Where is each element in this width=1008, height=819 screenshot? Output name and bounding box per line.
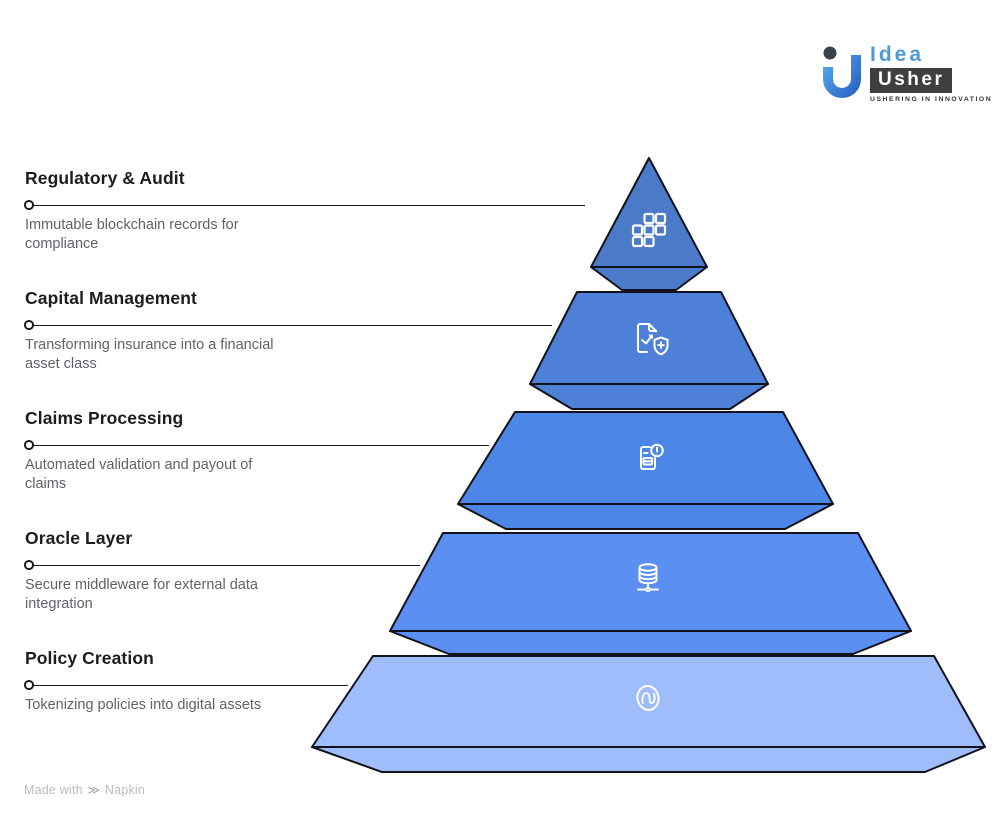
layer-title: Oracle Layer: [25, 528, 133, 548]
logo-usher-badge: Usher: [870, 68, 953, 93]
napkin-icon: ≫: [87, 783, 101, 797]
pyramid-layer-policy-creation[interactable]: [311, 655, 986, 773]
connector-line: [24, 440, 489, 450]
pyramid-layer-capital-management[interactable]: [529, 291, 769, 410]
document-chart-shield-icon: [637, 323, 669, 356]
pyramid-layer-claims-processing[interactable]: [457, 411, 834, 530]
label-claims-processing: Claims Processing Automated validation a…: [24, 408, 489, 492]
connector-bullet: [24, 440, 34, 450]
made-with-text: Made with: [24, 783, 83, 797]
layer-description: Tokenizing policies into digital assets: [25, 697, 262, 713]
connector-bullet: [24, 320, 34, 330]
label-oracle-layer: Oracle Layer Secure middleware for exter…: [24, 528, 420, 612]
token-sync-icon: [636, 685, 660, 711]
layer-title: Policy Creation: [25, 648, 154, 668]
connector-line: [24, 320, 552, 330]
layer-description: Immutable blockchain records for complia…: [25, 217, 239, 252]
connector-bullet: [24, 560, 34, 570]
connector-line: [24, 680, 348, 690]
napkin-credit: Made with ≫ Napkin: [24, 783, 145, 797]
label-policy-creation: Policy Creation Tokenizing policies into…: [24, 648, 348, 713]
connector-bullet: [24, 680, 34, 690]
document-alert-icon: [640, 443, 664, 470]
layer-title: Claims Processing: [25, 408, 184, 428]
connector-line: [24, 560, 420, 570]
database-network-icon: [637, 563, 659, 593]
napkin-brand-text: Napkin: [104, 783, 146, 797]
layer-description: Transforming insurance into a financial …: [25, 337, 274, 372]
connector-bullet: [24, 200, 34, 210]
pyramid-layer-oracle-layer[interactable]: [389, 532, 912, 655]
blockchain-blocks-icon: [631, 212, 667, 248]
idea-usher-mark-icon: [818, 44, 868, 109]
layer-title: Capital Management: [25, 288, 197, 308]
pyramid-layer-regulatory-audit[interactable]: [590, 157, 708, 291]
layer-title: Regulatory & Audit: [25, 168, 185, 188]
layer-description: Secure middleware for external data inte…: [25, 577, 258, 612]
layer-description: Automated validation and payout of claim…: [25, 457, 253, 492]
label-regulatory-audit: Regulatory & Audit Immutable blockchain …: [24, 168, 585, 252]
idea-usher-logo: Idea Usher USHERING IN INNOVATION: [818, 44, 991, 109]
label-capital-management: Capital Management Transforming insuranc…: [24, 288, 552, 372]
connector-line: [24, 200, 585, 210]
logo-tagline: USHERING IN INNOVATION: [870, 96, 993, 103]
logo-idea-text: Idea: [870, 43, 925, 66]
